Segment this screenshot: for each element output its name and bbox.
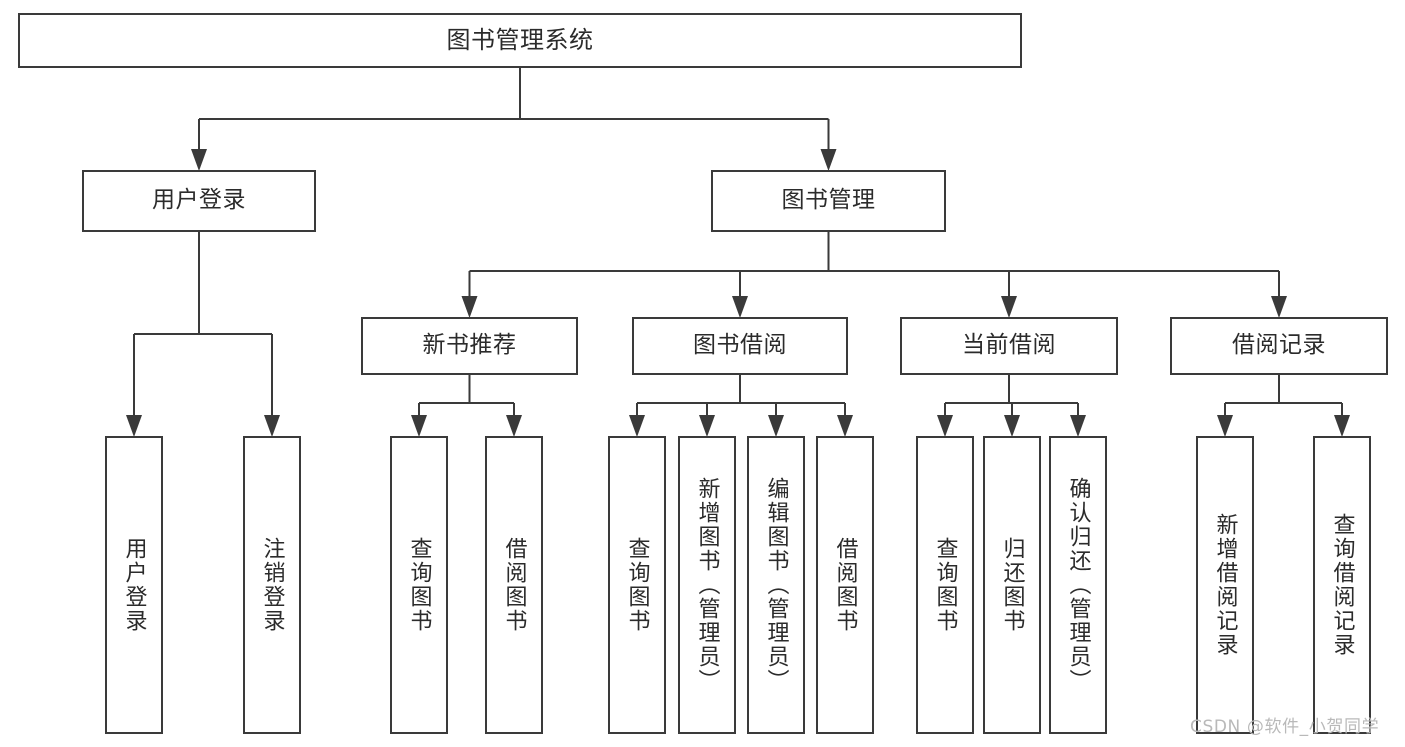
node-book-manage-label: 图书管理 (781, 187, 876, 214)
leaf-user-login[interactable]: 用户登录 (105, 436, 163, 734)
leaf-query-book-recommend[interactable]: 查询图书 (390, 436, 448, 734)
node-root[interactable]: 图书管理系统 (18, 13, 1022, 68)
leaf-query-borrow-record[interactable]: 查询借阅记录 (1313, 436, 1371, 734)
leaf-confirm-return-admin[interactable]: 确认归还（管理员） (1049, 436, 1107, 734)
leaf-return-book[interactable]: 归还图书 (983, 436, 1041, 734)
leaf-add-borrow-record[interactable]: 新增借阅记录 (1196, 436, 1254, 734)
node-root-label: 图书管理系统 (446, 26, 594, 55)
leaf-query-book-current[interactable]: 查询图书 (916, 436, 974, 734)
leaf-query-book-recommend-label: 查询图书 (406, 537, 432, 633)
node-user-login-label: 用户登录 (152, 187, 246, 214)
leaf-query-book-current-label: 查询图书 (932, 537, 958, 633)
leaf-edit-book-admin-label: 编辑图书（管理员） (763, 477, 789, 693)
leaf-borrow-book[interactable]: 借阅图书 (816, 436, 874, 734)
node-user-login[interactable]: 用户登录 (82, 170, 316, 232)
leaf-add-book-admin[interactable]: 新增图书（管理员） (678, 436, 736, 734)
leaf-logout-label: 注销登录 (259, 537, 285, 633)
leaf-borrow-book-recommend[interactable]: 借阅图书 (485, 436, 543, 734)
leaf-confirm-return-admin-label: 确认归还（管理员） (1065, 477, 1091, 693)
leaf-add-borrow-record-label: 新增借阅记录 (1212, 513, 1238, 657)
leaf-return-book-label: 归还图书 (999, 537, 1025, 633)
node-current-borrow-label: 当前借阅 (962, 332, 1056, 359)
leaf-borrow-book-label: 借阅图书 (832, 537, 858, 633)
node-new-book-recommend-label: 新书推荐 (422, 332, 517, 359)
leaf-logout[interactable]: 注销登录 (243, 436, 301, 734)
leaf-query-book-borrow-label: 查询图书 (624, 537, 650, 633)
leaf-query-borrow-record-label: 查询借阅记录 (1329, 513, 1355, 657)
node-borrow-record-label: 借阅记录 (1232, 332, 1326, 359)
leaf-borrow-book-recommend-label: 借阅图书 (501, 537, 527, 633)
node-book-manage[interactable]: 图书管理 (711, 170, 946, 232)
node-borrow-record[interactable]: 借阅记录 (1170, 317, 1388, 375)
leaf-query-book-borrow[interactable]: 查询图书 (608, 436, 666, 734)
leaf-edit-book-admin[interactable]: 编辑图书（管理员） (747, 436, 805, 734)
node-book-borrow[interactable]: 图书借阅 (632, 317, 848, 375)
leaf-add-book-admin-label: 新增图书（管理员） (694, 477, 720, 693)
leaf-user-login-label: 用户登录 (121, 537, 147, 633)
node-current-borrow[interactable]: 当前借阅 (900, 317, 1118, 375)
node-book-borrow-label: 图书借阅 (693, 332, 787, 359)
node-new-book-recommend[interactable]: 新书推荐 (361, 317, 578, 375)
